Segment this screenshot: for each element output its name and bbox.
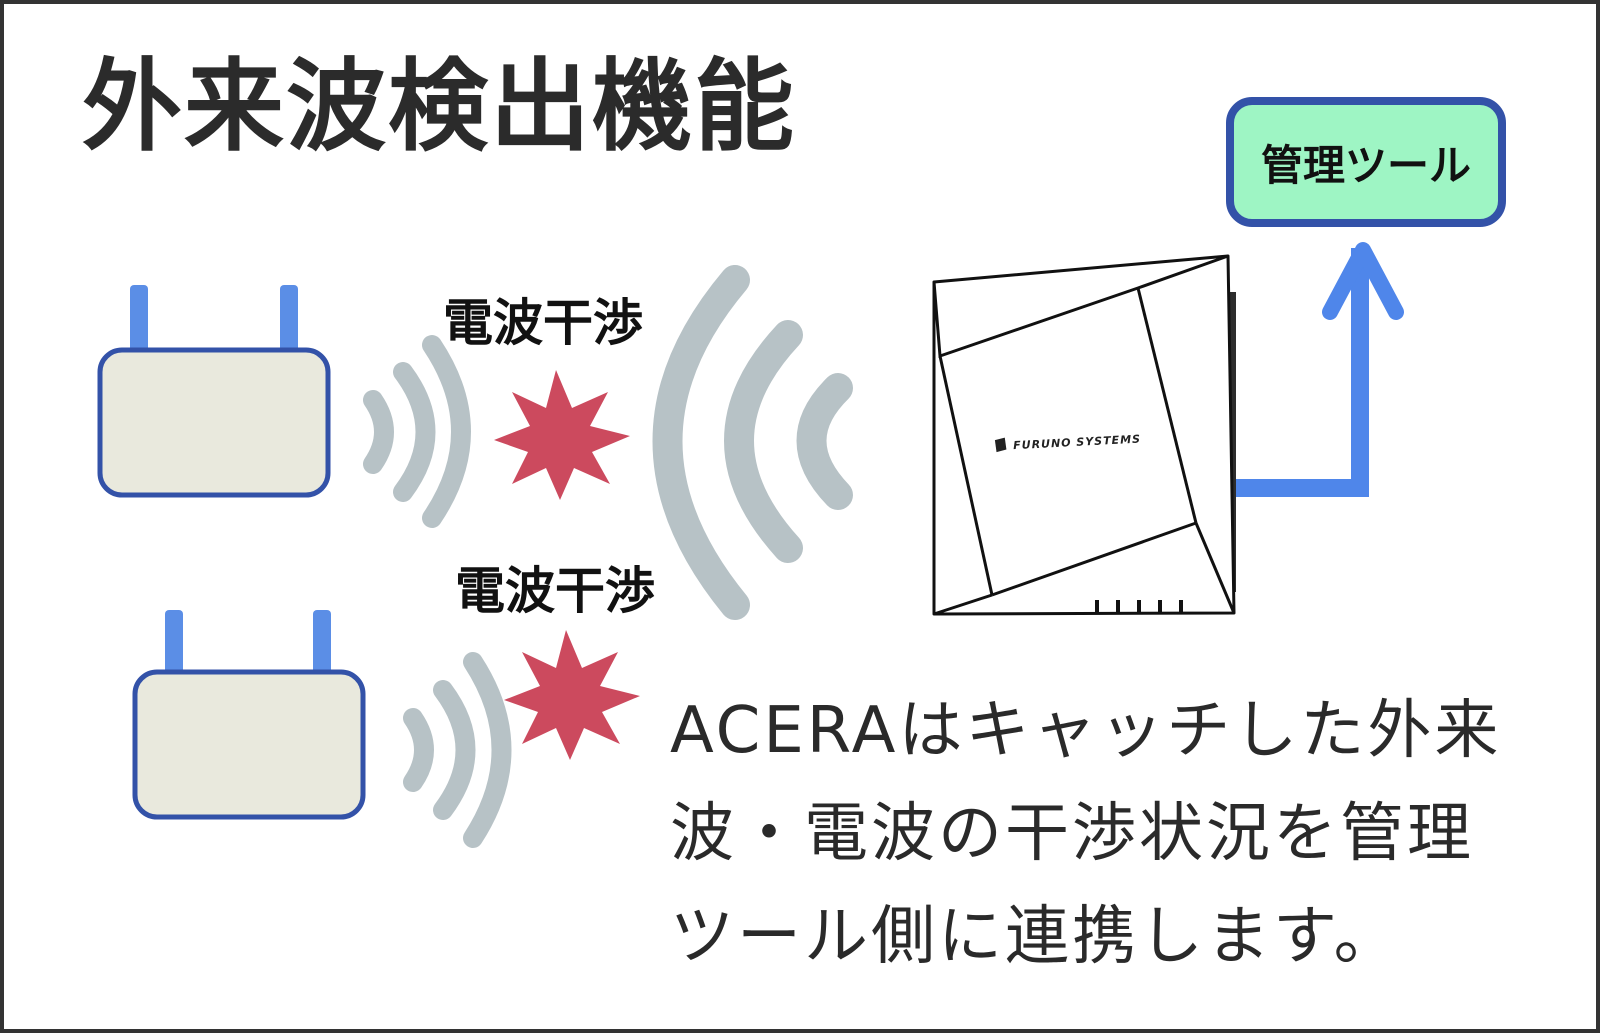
management-tool-label: 管理ツール: [1260, 140, 1471, 190]
router-icon-top: [97, 285, 331, 498]
burst-icon-top: [494, 370, 630, 500]
burst-icon-bottom: [504, 630, 640, 760]
interference-label-bottom: 電波干渉: [455, 562, 655, 620]
description-text: ACERAはキャッチした外来 波・電波の干渉状況を管理 ツール側に連携します。: [670, 680, 1550, 989]
description-line-1: ACERAはキャッチした外来: [670, 694, 1502, 768]
wave-icon-bottom-router: [403, 652, 512, 848]
arrow-up-icon: [1236, 242, 1404, 497]
description-line-3: ツール側に連携します。: [670, 900, 1401, 974]
wave-icon-top-router: [363, 335, 471, 528]
description-line-2: 波・電波の干渉状況を管理: [670, 797, 1474, 871]
management-tool-box: 管理ツール: [1226, 97, 1506, 227]
page-title: 外来波検出機能: [82, 48, 796, 165]
router-icon-bottom: [132, 610, 366, 820]
wave-icon-access-point: [652, 265, 853, 620]
access-point-icon: FURUNO SYSTEMS: [932, 254, 1236, 616]
interference-label-top: 電波干渉: [443, 294, 643, 352]
